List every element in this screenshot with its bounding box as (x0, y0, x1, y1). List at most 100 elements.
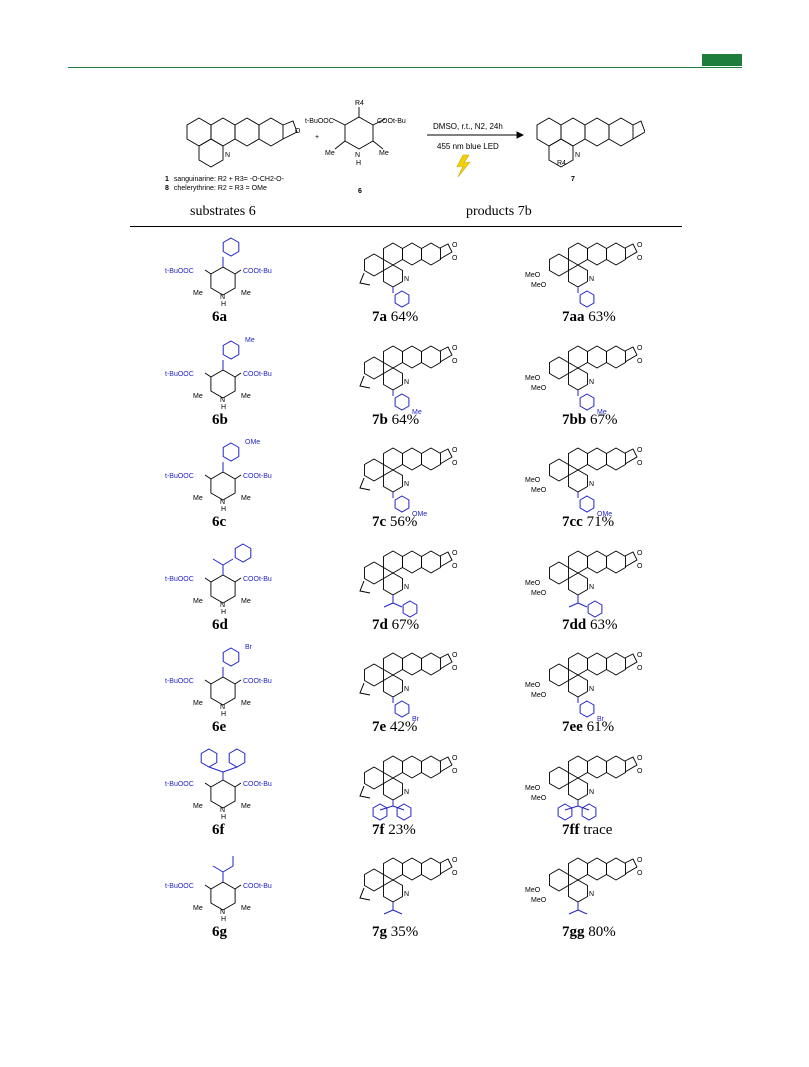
product-structure: N O O (359, 857, 458, 915)
yield: 23% (388, 821, 416, 838)
reaction-scheme: DMSO, r.t., N2, 24h 455 nm blue LED + O … (165, 100, 645, 195)
product-label: 7ee 61% (562, 719, 615, 735)
svg-text:N: N (589, 789, 594, 796)
svg-text:O: O (637, 358, 643, 365)
svg-text:MeO: MeO (525, 272, 541, 279)
svg-text:t-BuOOC: t-BuOOC (305, 118, 334, 125)
svg-text:Me: Me (193, 803, 203, 810)
svg-text:O: O (452, 242, 458, 249)
product-structure: N O O OMe (359, 447, 458, 518)
svg-text:OMe: OMe (597, 511, 612, 518)
svg-text:MeO: MeO (531, 487, 547, 494)
svg-text:N: N (220, 499, 225, 506)
table-rule (130, 226, 682, 227)
svg-text:N: N (404, 789, 409, 796)
svg-text:MeO: MeO (531, 590, 547, 597)
svg-text:O: O (452, 447, 458, 454)
svg-text:N: N (220, 602, 225, 609)
svg-text:t-BuOOC: t-BuOOC (165, 883, 194, 890)
svg-text:O: O (637, 255, 643, 262)
svg-text:O: O (452, 550, 458, 557)
svg-text:O: O (452, 857, 458, 864)
product-label: 7f 23% (372, 821, 416, 838)
svg-text:MeO: MeO (531, 897, 547, 904)
svg-text:COOt-Bu: COOt-Bu (243, 576, 272, 583)
svg-text:O: O (637, 460, 643, 467)
svg-text:Me: Me (241, 598, 251, 605)
substrate-label: 6g (212, 924, 227, 940)
svg-text:MeO: MeO (531, 385, 547, 392)
svg-text:N: N (355, 152, 360, 159)
substrate-structure: t-BuOOC COOt-Bu Me Me N H (165, 542, 272, 616)
products-header: products 7b (466, 204, 532, 219)
product-structure: N O O (359, 242, 458, 308)
svg-text:Me: Me (193, 700, 203, 707)
substrate-label: 6b (212, 411, 228, 428)
svg-text:MeO: MeO (525, 682, 541, 689)
svg-text:t-BuOOC: t-BuOOC (165, 268, 194, 275)
svg-text:O: O (295, 128, 301, 135)
svg-text:O: O (637, 652, 643, 659)
svg-text:t-BuOOC: t-BuOOC (165, 371, 194, 378)
svg-text:O: O (637, 242, 643, 249)
yield: 63% (589, 616, 618, 633)
svg-text:Me: Me (193, 290, 203, 297)
yield: 71% (586, 514, 615, 530)
svg-text:N: N (404, 584, 409, 591)
reagent-label: 6 (358, 188, 362, 195)
svg-text:Me: Me (245, 337, 255, 344)
yield: 67% (391, 616, 420, 633)
svg-text:O: O (637, 550, 643, 557)
svg-text:N: N (589, 891, 594, 898)
product-structure: N O O (359, 755, 458, 821)
substrate-structure: t-BuOOC COOt-Bu Me Me N H OMe (165, 439, 272, 513)
svg-text:N: N (220, 807, 225, 814)
svg-text:N: N (589, 481, 594, 488)
yield: 56% (389, 514, 418, 530)
svg-text:Me: Me (193, 393, 203, 400)
product-label: 7e 42% (372, 719, 418, 735)
svg-text:Me: Me (412, 409, 422, 416)
substrate-structure: t-BuOOC COOt-Bu Me Me N H (165, 856, 272, 923)
svg-text:COOt-Bu: COOt-Bu (377, 118, 406, 125)
svg-text:N: N (589, 276, 594, 283)
svg-text:O: O (452, 652, 458, 659)
yield: 42% (389, 719, 418, 735)
svg-text:O: O (637, 768, 643, 775)
svg-text:O: O (452, 768, 458, 775)
svg-text:Br: Br (245, 644, 253, 651)
svg-text:MeO: MeO (525, 887, 541, 894)
svg-text:t-BuOOC: t-BuOOC (165, 576, 194, 583)
substrate-label: 6f (212, 821, 225, 838)
svg-text:MeO: MeO (531, 692, 547, 699)
substrate-label: 6a (212, 309, 227, 325)
svg-text:MeO: MeO (525, 375, 541, 382)
svg-text:N: N (404, 686, 409, 693)
svg-text:O: O (452, 755, 458, 762)
note-1: 1 sanguinarine: R2 + R3= -O-CH2-O- (165, 176, 285, 183)
product-label: 7d 67% (372, 616, 420, 633)
svg-text:O: O (637, 755, 643, 762)
svg-text:MeO: MeO (525, 785, 541, 792)
svg-text:O: O (452, 665, 458, 672)
product-structure: N O O Br (359, 652, 458, 723)
svg-text:OMe: OMe (245, 439, 260, 446)
svg-text:O: O (452, 563, 458, 570)
product-label: 7 (571, 176, 575, 183)
svg-text:Me: Me (193, 905, 203, 912)
yield: 64% (391, 411, 420, 428)
svg-text:Me: Me (241, 393, 251, 400)
svg-text:N: N (225, 152, 230, 159)
product-label: 7ff trace (562, 821, 613, 838)
svg-text:O: O (452, 255, 458, 262)
svg-text:H: H (221, 404, 226, 411)
svg-text:N: N (220, 294, 225, 301)
svg-text:O: O (452, 358, 458, 365)
svg-text:Me: Me (597, 409, 607, 416)
svg-text:Br: Br (412, 716, 420, 723)
svg-text:R4: R4 (355, 100, 364, 107)
svg-text:OMe: OMe (412, 511, 427, 518)
